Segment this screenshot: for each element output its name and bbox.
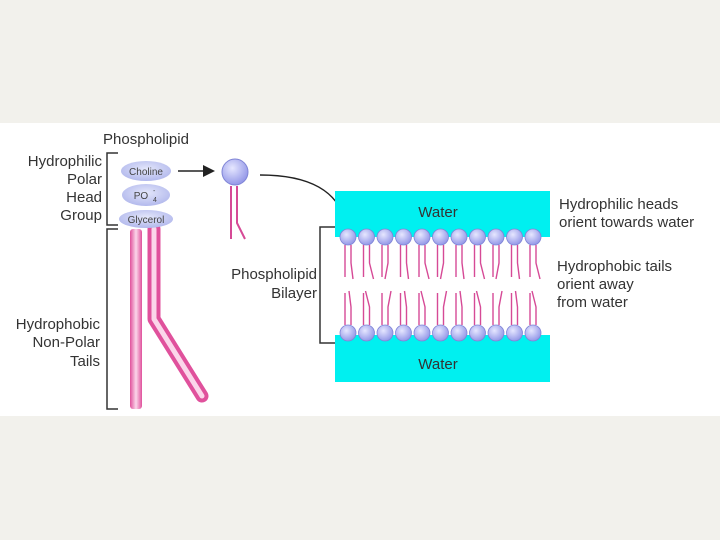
bilayer-bottom-tail-b [421,291,425,325]
bilayer-top-head [507,229,523,245]
tail-bent-inner [154,229,202,396]
bilayer-top-head [470,229,486,245]
icon-head [222,159,248,185]
bilayer-bottom-head [451,325,467,341]
tail-label-line3: Tails [70,353,100,370]
bilayer-bottom-tail-b [444,291,447,325]
tail-label-line1: Hydrophobic [16,316,101,333]
head-label-line2: Polar [67,171,102,188]
bilayer-bottom-head [359,325,375,341]
bilayer-top-tail-b [385,245,388,279]
bilayer-top-head [525,229,541,245]
bilayer-top-tail-b [481,245,485,279]
bilayer-bottom-tail-b [477,291,481,325]
bilayer-bottom-head [470,325,486,341]
bilayer-top-tail-b [351,245,353,279]
water-bottom-label: Water [418,356,457,373]
tail-bent-outer [154,229,202,396]
bilayer-bottom-head [396,325,412,341]
head-bracket [107,153,118,225]
tails-note-line2: orient away [557,276,634,293]
bilayer-top-tail-b [441,245,444,279]
bilayer-top-tail-b [370,245,374,279]
bilayer-top-tail-b [518,245,520,279]
heads-note-line1: Hydrophilic heads [559,196,678,213]
bilayer-bracket [320,227,338,343]
bilayer-bottom-head [507,325,523,341]
bilayer-bottom-head [340,325,356,341]
bilayer-top-tail-b [536,245,540,279]
tail-label-line2: Non-Polar [32,334,100,351]
diagram-canvas: Phospholipid Hydrophilic Polar Head Grou… [0,123,720,416]
tails-note-line1: Hydrophobic tails [557,258,672,275]
bilayer-bottom-tail-b [516,291,518,325]
choline-label: Choline [129,167,163,178]
bilayer-bottom-head [433,325,449,341]
phosphate-label: PO [134,191,149,202]
phosphate-subscript: 4 [153,197,157,204]
water-top-label: Water [418,204,457,221]
heads-note-line2: orient towards water [559,214,694,231]
head-label-line4: Group [60,207,102,224]
tail-straight [130,229,142,409]
bilayer-bottom-tail-b [366,291,370,325]
bilayer-top-head [396,229,412,245]
head-label-line3: Head [66,189,102,206]
tails-note-line3: from water [557,294,628,311]
bilayer-molecules [340,229,541,341]
glycerol-label: Glycerol [128,215,165,226]
bilayer-top-head [359,229,375,245]
bilayer-top-head [451,229,467,245]
bilayer-bottom-head [414,325,430,341]
bilayer-top-tail-b [407,245,409,279]
bilayer-top-tail-b [425,245,429,279]
phospholipid-diagram: Phospholipid Hydrophilic Polar Head Grou… [0,123,720,416]
bilayer-top-tail-b [496,245,499,279]
bilayer-bottom-tail-b [349,291,351,325]
bilayer-top-head [414,229,430,245]
bilayer-top-head [377,229,393,245]
icon-tail-right [237,186,245,239]
bilayer-top-tail-b [462,245,464,279]
bilayer-top-head [340,229,356,245]
bilayer-bottom-tail-b [460,291,462,325]
bilayer-label-line1: Phospholipid [231,266,317,283]
title-phospholipid: Phospholipid [103,131,189,148]
arrow-to-bilayer [260,175,346,223]
bilayer-bottom-tail-b [405,291,407,325]
bilayer-label-line2: Bilayer [271,285,317,302]
bilayer-top-head [433,229,449,245]
head-label-line1: Hydrophilic [28,153,103,170]
bilayer-bottom-tail-b [499,291,502,325]
bilayer-bottom-tail-b [388,291,391,325]
bilayer-bottom-head [488,325,504,341]
bilayer-bottom-head [377,325,393,341]
tail-bracket [107,229,118,409]
bilayer-bottom-head [525,325,541,341]
bilayer-bottom-tail-b [532,291,536,325]
bilayer-top-head [488,229,504,245]
